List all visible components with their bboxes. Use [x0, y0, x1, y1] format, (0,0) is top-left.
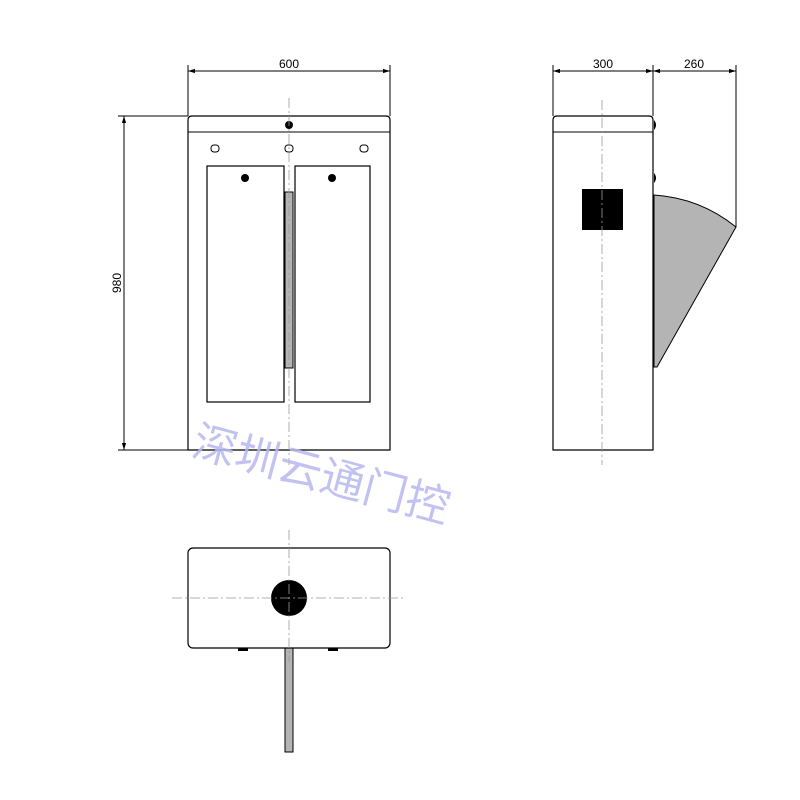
top-view	[172, 530, 405, 753]
cabinet-side	[552, 115, 654, 451]
lock-icon	[328, 174, 336, 182]
side-view: 300 260	[552, 57, 737, 465]
right-door-panel	[294, 165, 371, 403]
left-door-panel	[206, 165, 285, 403]
height-dimension-label: 980	[110, 273, 124, 293]
front-view: 600 980	[110, 57, 391, 465]
depth-dimension-label: 300	[593, 57, 613, 71]
arm-dimension-label: 260	[684, 57, 704, 71]
arm-top	[284, 647, 294, 753]
foot-tab	[328, 648, 338, 651]
lock-icon	[241, 174, 249, 182]
card-reader-icon	[582, 189, 623, 230]
indicator-hole	[210, 144, 220, 153]
side-knob-icon	[654, 173, 656, 183]
arm-swing-sector	[653, 194, 737, 368]
side-knob-icon	[654, 120, 656, 130]
indicator-hole	[359, 144, 369, 153]
width-dimension-label: 600	[279, 57, 299, 71]
foot-tab	[238, 648, 248, 651]
